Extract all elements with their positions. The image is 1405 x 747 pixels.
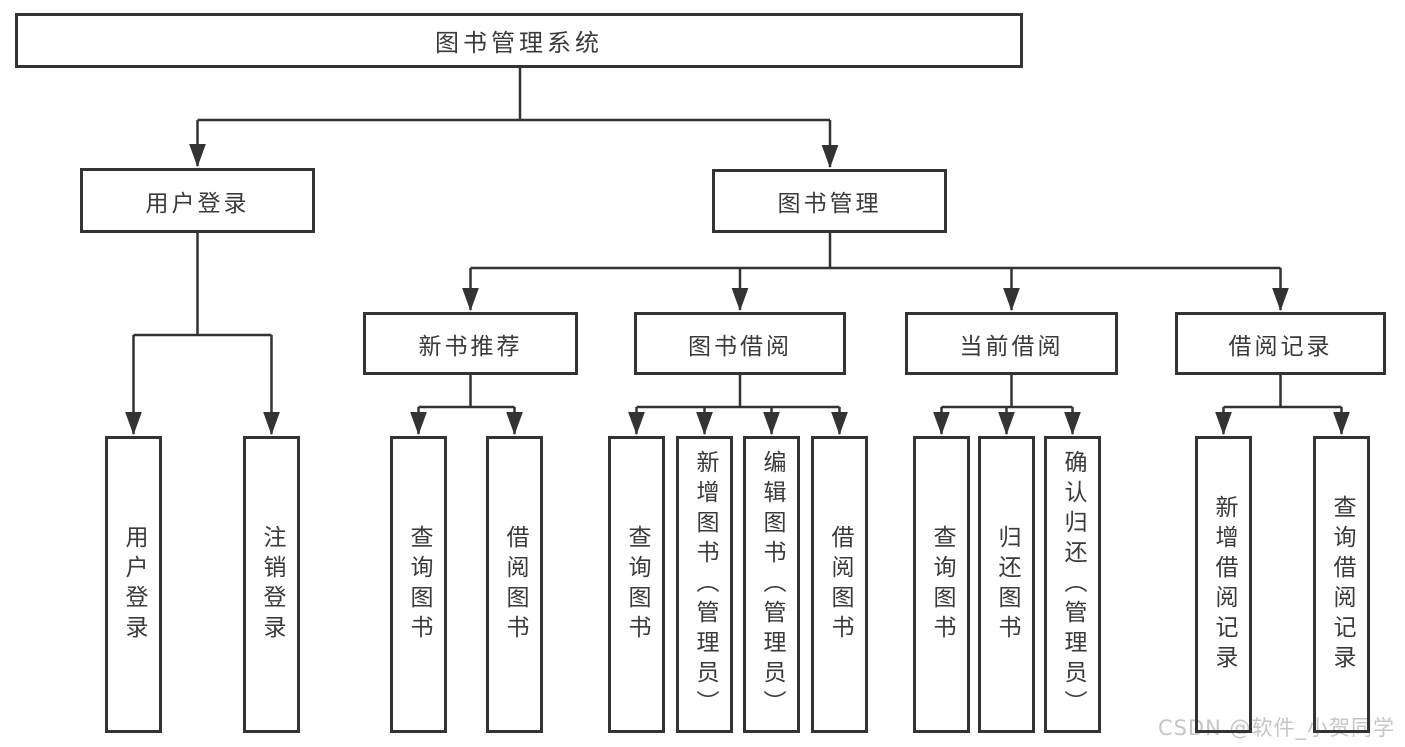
leaf-nb-borrow-books-label: 借阅图书 [502,524,528,645]
borrow-record-branch-line [1223,375,1342,409]
leaf-nb-query-books-label: 查询图书 [406,524,432,645]
leaf-bb-borrow-books: 借阅图书 [811,436,868,733]
leaf-bb-add-books-admin-label: 新增图书（管理员） [692,449,718,720]
book-borrow-branch-line [636,375,840,409]
leaf-nb-query-books: 查询图书 [390,436,447,733]
node-borrowing-records: 借阅记录 [1175,312,1386,375]
node-new-book-recommend: 新书推荐 [363,312,578,375]
current-borrow-branch-line [941,375,1073,409]
leaf-cb-confirm-return-admin-label: 确认归还（管理员） [1060,449,1086,720]
node-new-book-recommend-label: 新书推荐 [418,333,523,360]
node-root-label: 图书管理系统 [435,29,603,57]
leaf-logout-label: 注销登录 [259,524,285,645]
leaf-bb-edit-books-admin: 编辑图书（管理员） [743,436,800,733]
leaf-bb-query-books: 查询图书 [608,436,665,733]
leaf-cb-return-books: 归还图书 [978,436,1035,733]
node-borrowing-records-label: 借阅记录 [1228,333,1333,360]
leaf-bb-borrow-books-label: 借阅图书 [827,524,853,645]
leaf-nb-borrow-books: 借阅图书 [486,436,543,733]
node-user-login: 用户登录 [80,168,315,233]
leaf-cb-query-books-label: 查询图书 [929,524,955,645]
node-book-borrowing-label: 图书借阅 [688,333,792,360]
node-book-management: 图书管理 [712,169,947,233]
leaf-br-add-record: 新增借阅记录 [1195,436,1252,733]
leaf-user-login: 用户登录 [105,436,162,733]
new-book-branch-line [418,375,515,409]
leaf-cb-confirm-return-admin: 确认归还（管理员） [1044,436,1101,733]
leaf-user-login-label: 用户登录 [121,524,147,645]
leaf-bb-edit-books-admin-label: 编辑图书（管理员） [759,449,785,720]
leaf-br-query-record: 查询借阅记录 [1313,436,1370,733]
leaf-cb-query-books: 查询图书 [913,436,970,733]
leaf-bb-add-books-admin: 新增图书（管理员） [676,436,733,733]
root-branch-line [197,66,830,122]
node-book-management-label: 图书管理 [777,191,882,217]
node-user-login-label: 用户登录 [145,190,250,217]
csdn-watermark: CSDN @软件_小贺同学 [1157,716,1395,740]
node-book-borrowing: 图书借阅 [634,312,846,375]
node-current-borrowing-label: 当前借阅 [959,333,1064,360]
leaf-br-add-record-label: 新增借阅记录 [1211,494,1237,675]
node-root: 图书管理系统 [15,13,1023,68]
leaf-cb-return-books-label: 归还图书 [994,524,1020,645]
user-login-branch-line [133,233,272,337]
leaf-bb-query-books-label: 查询图书 [624,524,650,645]
book-mgmt-branch-line [470,233,1281,270]
node-current-borrowing: 当前借阅 [905,312,1118,375]
leaf-logout: 注销登录 [243,436,300,733]
leaf-br-query-record-label: 查询借阅记录 [1329,494,1355,675]
